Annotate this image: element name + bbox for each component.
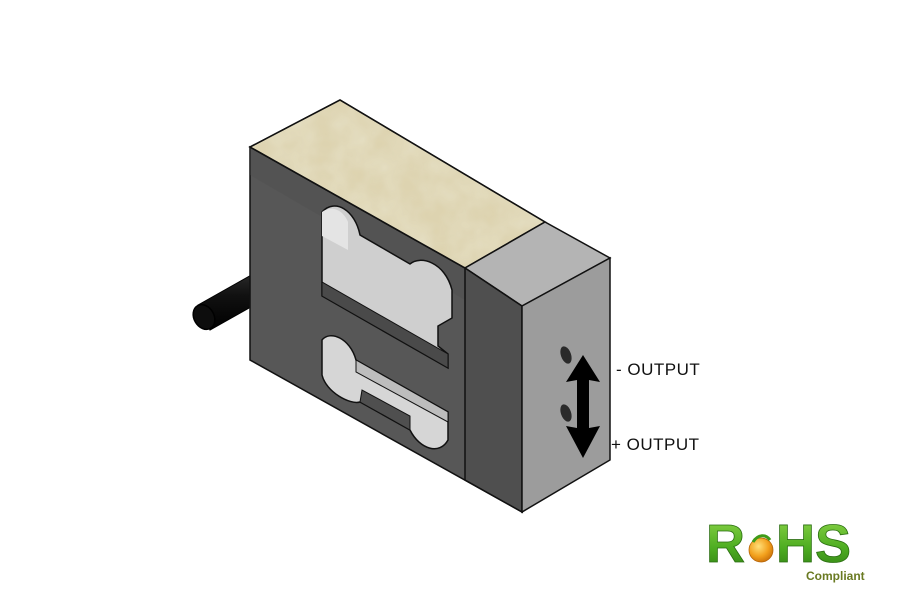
end-block-front [464, 266, 523, 514]
svg-text:R: R [706, 514, 745, 574]
svg-text:HS: HS [776, 514, 851, 574]
upper-cavity [321, 205, 453, 370]
rohs-subtext: Compliant [806, 569, 865, 583]
mounting-hole-icon [560, 346, 572, 422]
plus-output-label: + OUTPUT [611, 435, 700, 454]
minus-output-label: - OUTPUT [616, 360, 701, 379]
rohs-compliant-logo: R HS Compliant [706, 514, 865, 583]
double-arrow-icon [566, 355, 600, 458]
lower-cavity [321, 335, 449, 450]
